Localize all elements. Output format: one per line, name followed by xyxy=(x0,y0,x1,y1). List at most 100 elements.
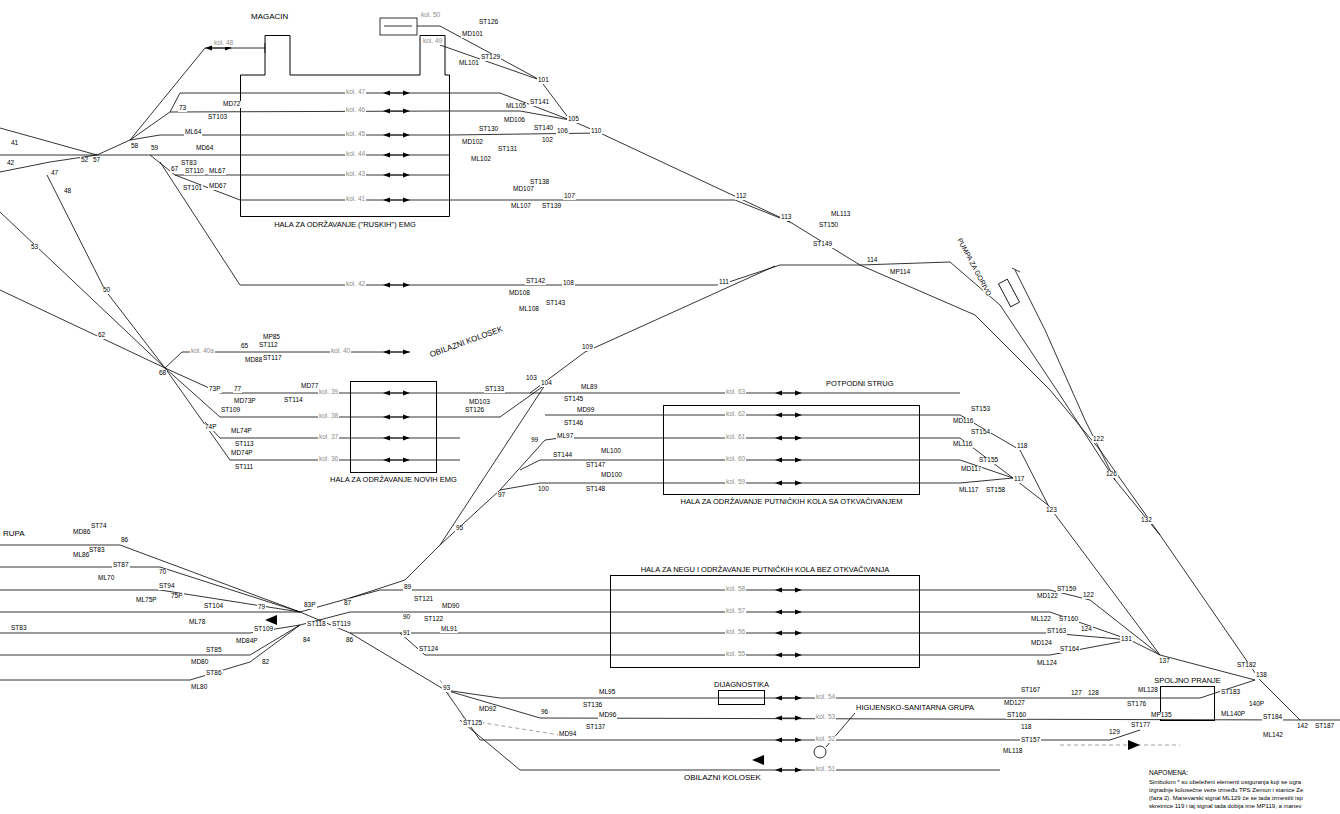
signal-label: MD72 xyxy=(222,101,241,108)
signal-label: MD64 xyxy=(195,145,214,152)
signal-label: MD92 xyxy=(478,706,497,713)
signal-label: ST126 xyxy=(478,19,499,26)
signal-label: ST187 xyxy=(1314,723,1335,730)
signal-label: 99 xyxy=(530,437,539,444)
signal-label: 86 xyxy=(120,537,129,544)
track-number: kol. 63 xyxy=(725,389,746,396)
signal-label: ML89 xyxy=(580,384,598,391)
signal-label: MD99 xyxy=(576,407,595,414)
signal-label: ML95 xyxy=(598,689,616,696)
hall-caption: HALA ZA ODRŽAVANJE PUTNIČKIH KOLA SA OTK… xyxy=(680,498,904,506)
track-number: kol. 40a xyxy=(190,348,215,355)
signal-label: 123 xyxy=(1045,507,1058,514)
signal-label: MD73P xyxy=(233,398,257,405)
signal-label: 128 xyxy=(1087,690,1100,697)
signal-label: 59 xyxy=(150,145,159,152)
signal-label: ST114 xyxy=(283,397,304,404)
signal-label: 117 xyxy=(1013,476,1025,483)
signal-label: ST109 xyxy=(253,626,274,633)
signal-label: MD102 xyxy=(461,139,484,146)
signal-label: ML118 xyxy=(1002,748,1023,755)
signal-label: MD124 xyxy=(1030,640,1053,647)
signal-label: 93 xyxy=(442,685,451,692)
signal-label: ST85 xyxy=(205,647,223,654)
signal-label: 47 xyxy=(50,170,59,177)
signal-label: ST147 xyxy=(585,462,606,469)
signal-label: ST153 xyxy=(970,406,991,413)
signal-label: MD74P xyxy=(230,450,254,457)
signal-label: 97 xyxy=(497,492,506,499)
signal-label: ST145 xyxy=(563,396,584,403)
track-number: kol. 54 xyxy=(815,694,836,701)
signal-label: ML100 xyxy=(600,448,622,455)
signal-label: 138 xyxy=(1255,672,1268,679)
signal-label: MP114 xyxy=(889,269,911,276)
signal-label: MD100 xyxy=(600,472,623,479)
signal-label: 127 xyxy=(1070,690,1083,697)
signal-label: MD103 xyxy=(468,399,491,406)
signal-label: ST140 xyxy=(533,125,554,132)
signal-label: ST184 xyxy=(1262,714,1283,721)
signal-label: MD86 xyxy=(72,529,91,536)
signal-label: ML74P xyxy=(230,428,253,435)
signal-label: MD96 xyxy=(598,712,617,719)
track-number: kol. 47 xyxy=(345,89,366,96)
signal-label: MD90 xyxy=(441,603,460,610)
hall-caption: HALA ZA ODRŽAVANJE NOVIH EMG xyxy=(329,476,458,484)
signal-label: ST183 xyxy=(1220,689,1241,696)
signal-label: 129 xyxy=(1108,729,1121,736)
track-number: kol. 45 xyxy=(345,131,366,138)
signal-label: skretnice 119 i taj signal tada dobija i… xyxy=(1148,803,1303,809)
track-number: kol. 48 xyxy=(213,40,234,47)
signal-label: ML124 xyxy=(1036,660,1058,667)
track-number: kol. 59 xyxy=(725,479,746,486)
track-number: kol. 58 xyxy=(725,586,746,593)
track-number: kol. 39 xyxy=(318,389,339,396)
signal-label: ST167 xyxy=(1020,687,1041,694)
signal-label: ML78 xyxy=(188,619,206,626)
signal-label: MD122 xyxy=(1036,593,1059,600)
signal-label: ST101 xyxy=(182,185,203,192)
signal-label: 100 xyxy=(537,486,550,493)
track-number: kol. 51 xyxy=(815,766,836,773)
signal-label: ST129 xyxy=(480,54,501,61)
signal-label: ST103 xyxy=(207,114,228,121)
signal-label: 70 xyxy=(158,569,167,576)
signal-label: 114 xyxy=(866,257,878,264)
signal-label: 77 xyxy=(233,386,242,393)
planned-track xyxy=(440,680,1180,745)
signal-label: ST133 xyxy=(484,386,505,393)
signal-label: ST142 xyxy=(525,278,546,285)
signal-label: ML75P xyxy=(135,597,158,604)
signal-label: MD84P xyxy=(235,638,259,645)
signal-label: 107 xyxy=(563,193,576,200)
signal-label: 42 xyxy=(6,160,15,167)
signal-label: 110 xyxy=(590,128,602,135)
signal-label: ST113 xyxy=(234,441,255,448)
signal-label: ML64 xyxy=(184,129,202,136)
signal-label: 95 xyxy=(455,525,464,532)
track-number: kol. 43 xyxy=(345,171,366,178)
signal-label: 68 xyxy=(158,370,167,377)
signal-label: MD67 xyxy=(208,183,227,190)
track-number: kol. 53 xyxy=(815,714,836,721)
signal-label: ML80 xyxy=(190,684,208,691)
signal-label: 73 xyxy=(178,105,187,112)
signal-label: 102 xyxy=(541,137,554,144)
signal-label: 73P xyxy=(208,386,222,393)
signal-label: 140P xyxy=(1248,701,1265,708)
signal-label: 50 xyxy=(102,287,111,294)
signal-label: 101 xyxy=(537,77,550,84)
signal-label: MP135 xyxy=(1150,712,1173,719)
signal-label: ST124 xyxy=(418,646,439,653)
hall-caption: DIJAGNOSTIKA xyxy=(713,681,770,689)
signal-label: ST150 xyxy=(818,222,839,229)
signal-label: ST125 xyxy=(462,720,483,727)
signal-label: 87 xyxy=(343,600,352,607)
signal-label: ML70 xyxy=(97,575,115,582)
signal-label: ST74 xyxy=(90,523,108,530)
track-number: kol. 56 xyxy=(725,629,746,636)
signal-label: 108 xyxy=(562,280,575,287)
signal-label: ST138 xyxy=(529,179,550,186)
hall-caption: HALA ZA ODRŽAVANJE ("RUSKIH") EMG xyxy=(273,221,417,229)
